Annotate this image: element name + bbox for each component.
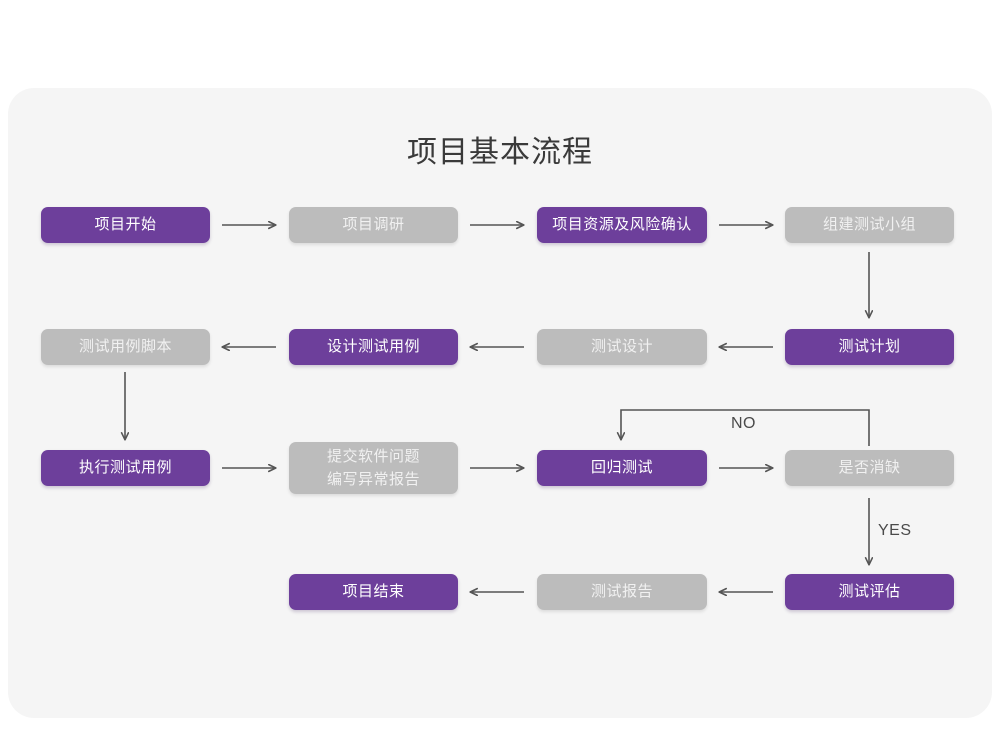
node-testcase-script[interactable]: 测试用例脚本 bbox=[41, 329, 210, 365]
node-project-start[interactable]: 项目开始 bbox=[41, 207, 210, 243]
node-design-testcase[interactable]: 设计测试用例 bbox=[289, 329, 458, 365]
page-title: 项目基本流程 bbox=[407, 136, 593, 169]
diagram-card bbox=[8, 88, 992, 718]
node-execute-testcase[interactable]: 执行测试用例 bbox=[41, 450, 210, 486]
node-test-evaluation[interactable]: 测试评估 bbox=[785, 574, 954, 610]
node-regression-test[interactable]: 回归测试 bbox=[537, 450, 707, 486]
node-test-plan[interactable]: 测试计划 bbox=[785, 329, 954, 365]
node-test-report[interactable]: 测试报告 bbox=[537, 574, 707, 610]
node-project-research[interactable]: 项目调研 bbox=[289, 207, 458, 243]
node-build-test-team[interactable]: 组建测试小组 bbox=[785, 207, 954, 243]
node-resource-risk-confirm[interactable]: 项目资源及风险确认 bbox=[537, 207, 707, 243]
node-test-design[interactable]: 测试设计 bbox=[537, 329, 707, 365]
edge-label-yes: YES bbox=[878, 522, 912, 539]
node-submit-issue-report[interactable]: 提交软件问题 编写异常报告 bbox=[289, 442, 458, 494]
edge-label-no: NO bbox=[731, 415, 756, 432]
node-defect-resolved[interactable]: 是否消缺 bbox=[785, 450, 954, 486]
node-project-end[interactable]: 项目结束 bbox=[289, 574, 458, 610]
